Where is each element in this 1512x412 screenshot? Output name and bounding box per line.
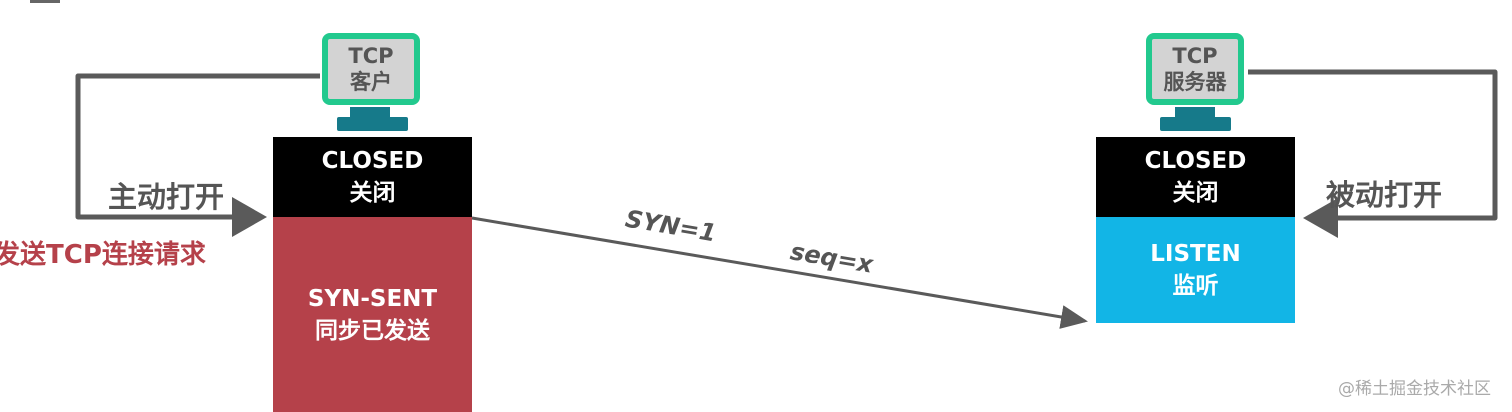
client-open-arrow xyxy=(75,73,320,237)
server-device-label-zh: 服务器 xyxy=(1163,70,1227,94)
state-label: CLOSED xyxy=(321,148,424,174)
client-closed-state: CLOSED 关闭 xyxy=(273,137,472,217)
server-monitor-icon: TCP 服务器 xyxy=(1146,33,1244,105)
header-fragment xyxy=(30,0,60,3)
watermark: @稀土掘金技术社区 xyxy=(1338,379,1491,399)
state-label: SYN-SENT xyxy=(307,285,438,312)
server-device-label: TCP xyxy=(1172,44,1218,68)
server-closed-state: CLOSED 关闭 xyxy=(1096,137,1295,217)
server-listen-state: LISTEN 监听 xyxy=(1096,217,1295,323)
state-label-zh: 同步已发送 xyxy=(315,317,430,344)
client-syn-sent-state: SYN-SENT 同步已发送 xyxy=(273,217,472,412)
client-monitor-icon: TCP 客户 xyxy=(322,33,420,105)
client-monitor-neck xyxy=(350,107,390,118)
client-device-label-zh: 客户 xyxy=(350,70,392,94)
passive-open-label: 被动打开 xyxy=(1326,178,1443,212)
state-label-zh: 关闭 xyxy=(1172,180,1219,206)
syn-message-arrow xyxy=(471,216,1088,329)
server-monitor-neck xyxy=(1175,107,1215,118)
send-request-label: 发送TCP连接请求 xyxy=(0,240,206,270)
state-label-zh: 关闭 xyxy=(349,180,396,206)
server-monitor-base xyxy=(1160,117,1231,131)
state-label-zh: 监听 xyxy=(1172,273,1219,299)
server-open-arrow xyxy=(1248,69,1498,238)
active-open-label: 主动打开 xyxy=(108,180,225,214)
state-label: CLOSED xyxy=(1144,148,1247,174)
client-monitor-base xyxy=(337,117,408,131)
client-device-label: TCP xyxy=(348,44,394,68)
state-label: LISTEN xyxy=(1150,241,1241,267)
